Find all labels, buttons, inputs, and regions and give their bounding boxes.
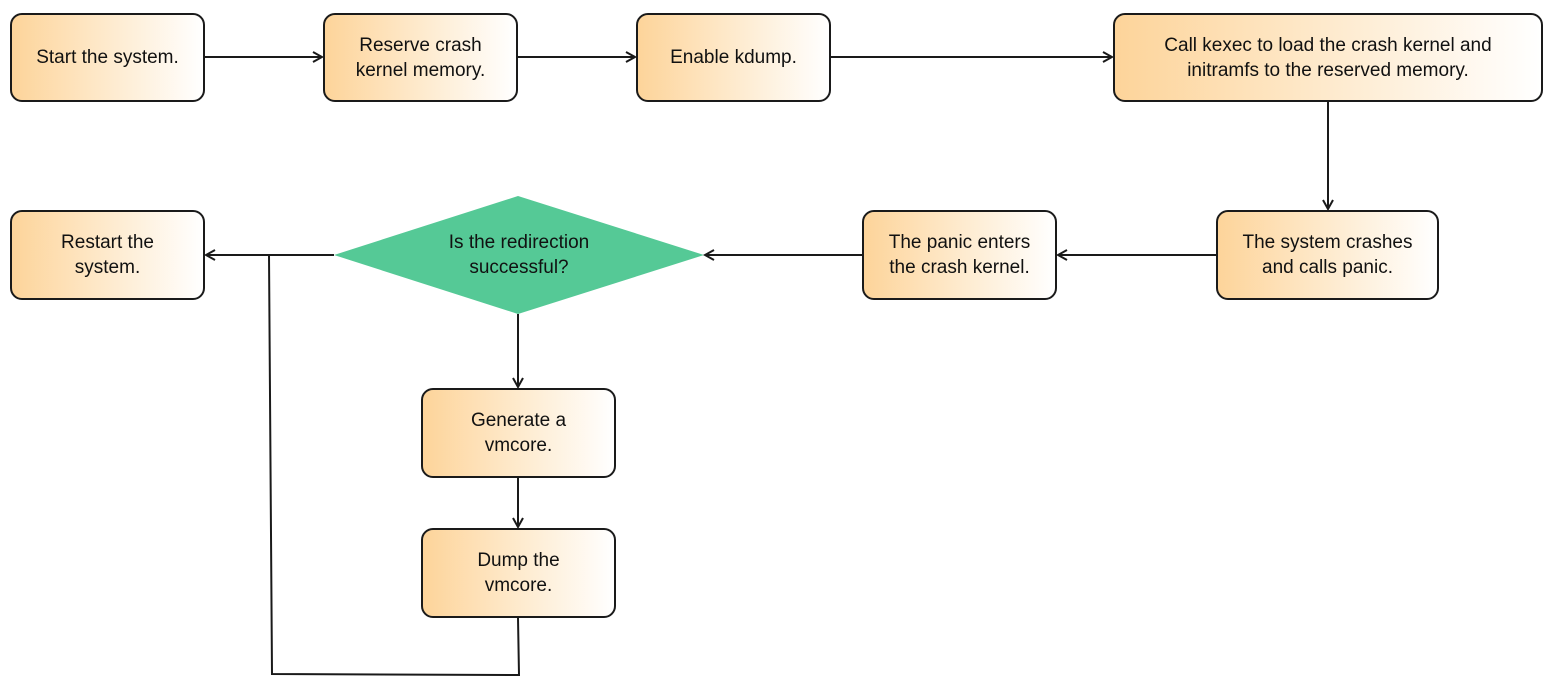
step-enable-kdump: Enable kdump.	[636, 13, 831, 102]
step-reserve-memory: Reserve crash kernel memory.	[323, 13, 518, 102]
step-call-kexec-label: Call kexec to load the crash kernel and …	[1164, 34, 1492, 81]
step-restart-system: Restart the system.	[10, 210, 205, 300]
connector-dump-to-restart-path	[268, 254, 521, 677]
decision-diamond	[334, 196, 704, 314]
decision-redirection-successful: Is the redirection successful?	[334, 196, 704, 314]
step-panic-enters-crash-kernel: The panic enters the crash kernel.	[862, 210, 1057, 300]
step-system-crashes-label: The system crashes and calls panic.	[1242, 232, 1413, 278]
step-dump-vmcore: Dump the vmcore.	[421, 528, 616, 618]
step-restart-system-label: Restart the system.	[61, 232, 154, 278]
step-dump-vmcore-label: Dump the vmcore.	[477, 550, 560, 596]
step-system-crashes: The system crashes and calls panic.	[1216, 210, 1439, 300]
decision-redirection-successful-label: Is the redirection successful?	[448, 232, 590, 278]
step-generate-vmcore: Generate a vmcore.	[421, 388, 616, 478]
step-start-system-label: Start the system.	[36, 47, 179, 68]
step-panic-enters-crash-kernel-label: The panic enters the crash kernel.	[888, 232, 1031, 278]
step-enable-kdump-label: Enable kdump.	[670, 47, 797, 68]
step-reserve-memory-label: Reserve crash kernel memory.	[355, 34, 486, 81]
step-start-system: Start the system.	[10, 13, 205, 102]
step-call-kexec: Call kexec to load the crash kernel and …	[1113, 13, 1543, 102]
step-generate-vmcore-label: Generate a vmcore.	[470, 410, 567, 456]
